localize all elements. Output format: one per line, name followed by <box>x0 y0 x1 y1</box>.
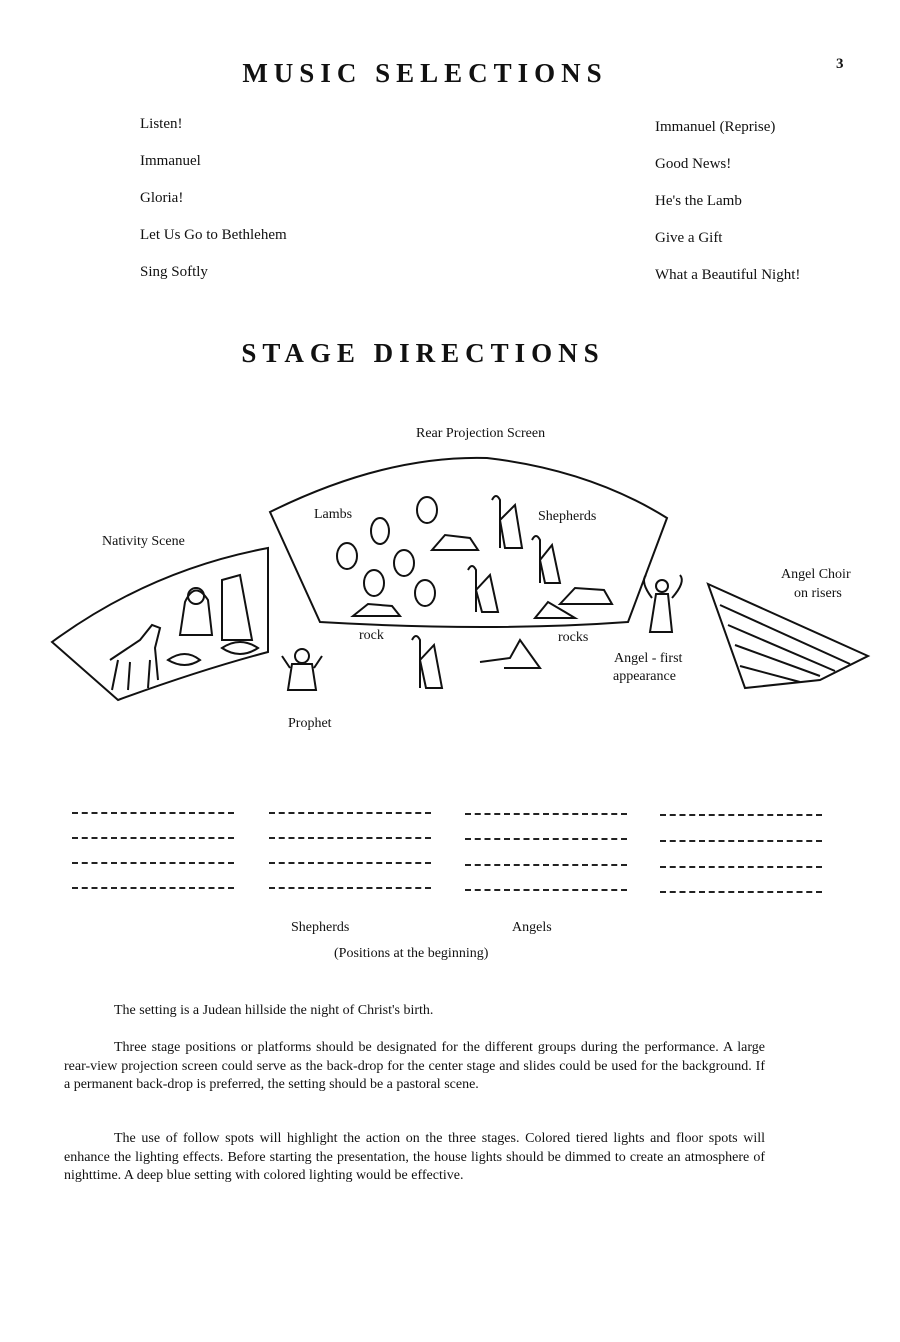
dash-line <box>269 812 431 814</box>
prophet-figure <box>281 648 323 691</box>
nativity-scene-label: Nativity Scene <box>102 534 185 549</box>
shepherd-figures <box>411 495 562 689</box>
on-risers-label: on risers <box>794 586 842 601</box>
center-stage-outline <box>268 456 669 628</box>
position-dash-grid <box>72 802 832 902</box>
dash-line <box>72 837 234 839</box>
rear-projection-screen-label: Rear Projection Screen <box>416 426 545 441</box>
dash-line <box>269 887 431 889</box>
song-item: Immanuel (Reprise) <box>655 119 776 135</box>
dash-line <box>465 813 627 815</box>
song-list-right: Immanuel (Reprise) Good News! He's the L… <box>655 117 800 302</box>
song-item: He's the Lamb <box>655 193 742 209</box>
song-item: Let Us Go to Bethlehem <box>140 227 287 243</box>
dash-line <box>269 837 431 839</box>
dash-line <box>465 838 627 840</box>
song-item: What a Beautiful Night! <box>655 267 801 283</box>
rock-label: rock <box>359 628 384 643</box>
stage-directions-heading: STAGE DIRECTIONS <box>241 338 605 368</box>
paragraph-setting: The setting is a Judean hillside the nig… <box>114 1003 434 1018</box>
page-number: 3 <box>836 56 844 72</box>
paragraph-stage-positions: Three stage positions or platforms shoul… <box>64 1040 765 1092</box>
paragraph-lighting: The use of follow spots will highlight t… <box>64 1131 765 1183</box>
angel-figure <box>643 574 683 633</box>
rocks-label: rocks <box>558 630 588 645</box>
dash-line <box>72 812 234 814</box>
rock-figures <box>350 533 614 619</box>
music-selections-heading: MUSIC SELECTIONS <box>242 58 608 88</box>
dash-line <box>660 891 822 893</box>
song-item: Give a Gift <box>655 230 723 246</box>
shepherds-top-label: Shepherds <box>538 509 596 524</box>
stage-diagram: Rear Projection Screen Lambs Shepherds N… <box>50 426 871 731</box>
shepherds-position-label: Shepherds <box>291 920 350 935</box>
song-item: Gloria! <box>140 190 184 206</box>
song-item: Listen! <box>140 116 183 132</box>
positions-caption: (Positions at the beginning) <box>334 946 489 961</box>
dash-line <box>72 862 234 864</box>
nativity-stage-outline <box>50 546 269 702</box>
song-list-left: Listen! Immanuel Gloria! Let Us Go to Be… <box>140 114 287 299</box>
lamb-figures <box>336 496 438 607</box>
angel-choir-label: Angel Choir <box>781 567 851 582</box>
nativity-figures <box>109 573 260 691</box>
angel-first-label: Angel - first <box>614 651 683 666</box>
dash-line <box>660 866 822 868</box>
song-item: Immanuel <box>140 153 201 169</box>
dash-line <box>660 814 822 816</box>
song-item: Good News! <box>655 156 732 172</box>
angel-choir-risers <box>706 582 871 690</box>
dash-line <box>269 862 431 864</box>
prophet-label: Prophet <box>288 716 332 731</box>
dash-line <box>465 889 627 891</box>
angels-position-label: Angels <box>512 920 552 935</box>
dash-line <box>660 840 822 842</box>
dash-line <box>465 864 627 866</box>
lambs-label: Lambs <box>314 507 352 522</box>
appearance-label: appearance <box>613 669 676 684</box>
dash-line <box>72 887 234 889</box>
song-item: Sing Softly <box>140 264 208 280</box>
